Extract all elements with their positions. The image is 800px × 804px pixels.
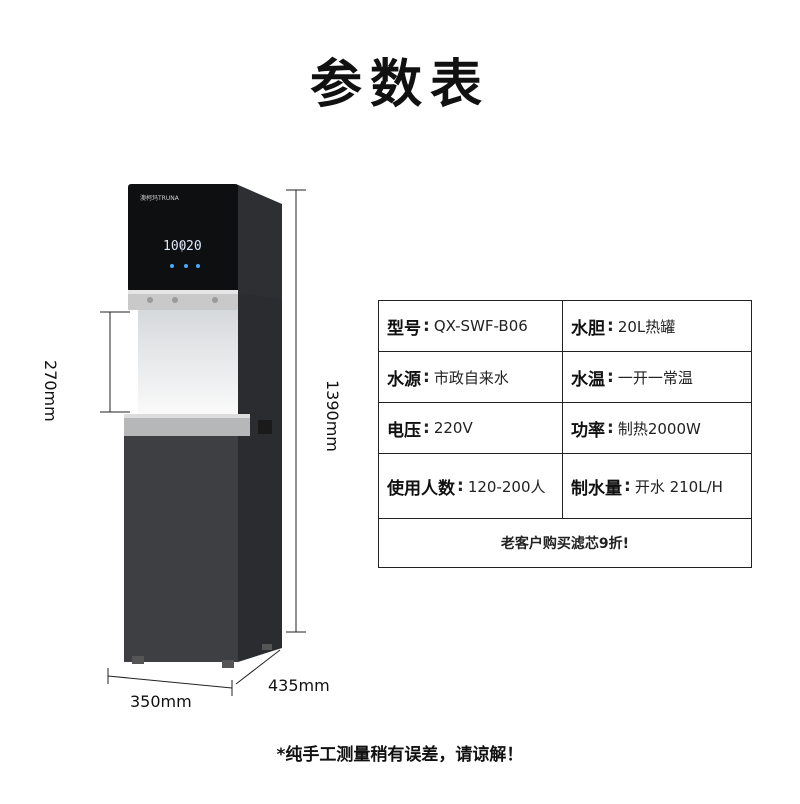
spec-value: 一开一常温 [617,368,693,387]
spec-cell: 使用人数: 120-200人 [379,454,563,518]
indicator-light [184,264,188,268]
spec-value: 制热2000W [617,419,701,438]
page-title: 参数表 [309,55,490,115]
spec-key: 电压 [387,420,421,441]
spec-cell: 型号: QX-SWF-B06 [379,301,563,351]
drip-tray [124,414,250,436]
display-left: 100 [163,239,186,254]
display-right: 20 [186,239,202,254]
spec-table: 型号: QX-SWF-B06 水胆: 20L热罐 水源: 市政自来水 水温: 一… [378,300,752,568]
cabinet [124,436,238,662]
spec-cell: 功率: 制热2000W [563,403,751,453]
spec-value: 开水 210L/H [634,477,723,496]
spec-row: 使用人数: 120-200人 制水量: 开水 210L/H [379,454,751,519]
spec-key: 水源 [387,369,421,390]
indicator-light [196,264,200,268]
spec-key: 水温 [571,369,605,390]
dimension-height-spout: 270mm [41,360,60,422]
spec-key: 功率 [571,420,605,441]
spec-key: 水胆 [571,318,605,339]
spec-cell: 水温: 一开一常温 [563,352,751,402]
spec-key: 制水量 [571,478,622,499]
spec-cell: 水胆: 20L热罐 [563,301,751,351]
spec-cell: 制水量: 开水 210L/H [563,454,751,518]
spec-cell: 水源: 市政自来水 [379,352,563,402]
disclaimer-text: *纯手工测量稍有误差，请谅解！ [276,745,524,765]
indicator-light [170,264,174,268]
promo-text: 老客户购买滤芯9折! [500,535,630,552]
spec-row: 水源: 市政自来水 水温: 一开一常温 [379,352,751,403]
spec-value: 220V [433,419,473,437]
spec-row: 电压: 220V 功率: 制热2000W [379,403,751,454]
spec-value: 市政自来水 [433,368,509,387]
dimension-width: 350mm [130,692,192,711]
spec-value: 120-200人 [467,477,546,496]
spec-row: 型号: QX-SWF-B06 水胆: 20L热罐 [379,301,751,352]
spec-value: 20L热罐 [617,317,676,336]
spec-value: QX-SWF-B06 [433,317,528,335]
spec-key: 型号 [387,318,421,339]
dimension-depth: 435mm [268,676,330,695]
spec-key: 使用人数 [387,478,455,499]
dimension-height-total: 1390mm [323,380,342,452]
brand-logo: 澳柯玛TRUNA [140,194,180,202]
spec-cell: 电压: 220V [379,403,563,453]
control-panel [128,184,238,292]
